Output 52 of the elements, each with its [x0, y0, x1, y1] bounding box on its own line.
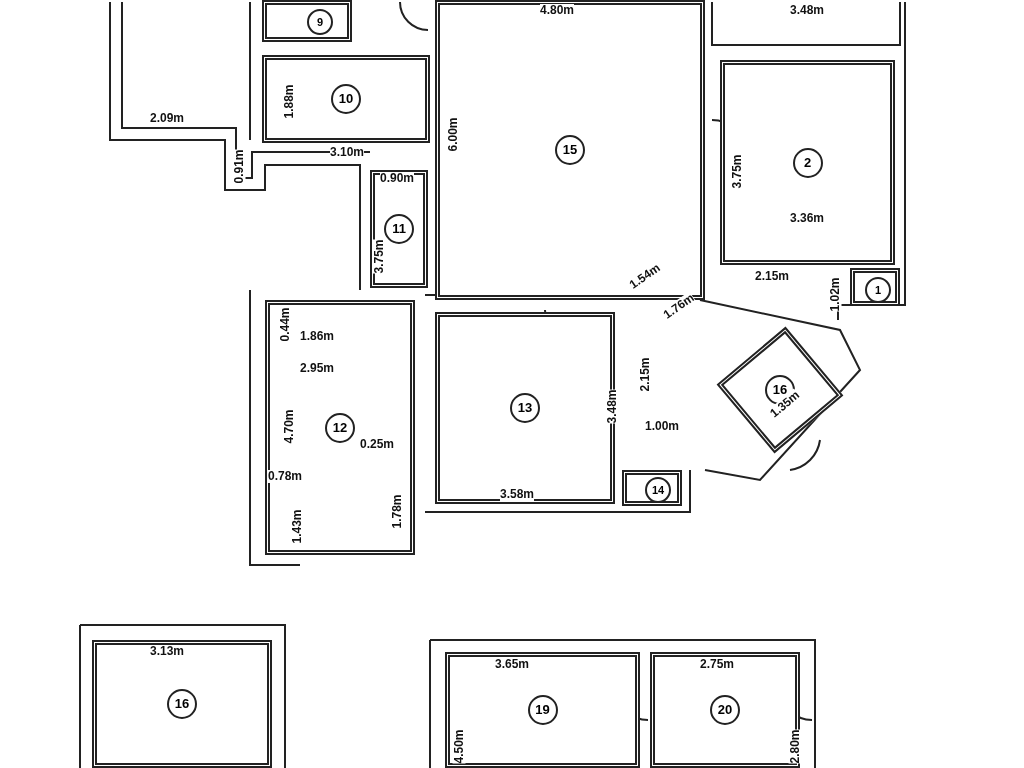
room-number: 19	[527, 695, 558, 725]
dimension-label: 0.44m	[278, 307, 292, 342]
dimension-label: 3.75m	[730, 154, 744, 189]
room-number: 13	[510, 393, 540, 423]
room-outline	[850, 268, 900, 306]
room-outline	[92, 640, 272, 768]
room-outline	[262, 0, 352, 42]
dimension-label: 3.10m	[330, 146, 365, 159]
room-outline	[720, 60, 895, 265]
room-outline	[262, 55, 430, 143]
room-number: 15	[555, 135, 585, 165]
dimension-label: 0.25m	[360, 438, 395, 451]
room-number: 1	[865, 277, 891, 303]
dimension-label: 3.58m	[500, 488, 535, 501]
dimension-label: 0.91m	[232, 149, 246, 184]
room-outline	[370, 170, 428, 288]
room-number: 20	[710, 695, 740, 725]
room-outline	[435, 312, 615, 504]
room-number: 16	[167, 689, 197, 719]
dimension-label: 1.78m	[390, 494, 404, 529]
room-number: 12	[325, 412, 355, 443]
dimension-label: 1.00m	[645, 420, 680, 433]
dimension-label: 1.43m	[290, 509, 304, 544]
dimension-label: 4.70m	[282, 409, 296, 444]
dimension-label: 2.95m	[300, 362, 335, 375]
dimension-label: 2.15m	[638, 357, 652, 392]
dimension-label: 1.86m	[300, 330, 335, 343]
dimension-label: 0.78m	[268, 470, 303, 483]
dimension-label: 3.48m	[605, 389, 619, 424]
dimension-label: 3.65m	[495, 658, 530, 671]
room-outline	[265, 300, 415, 555]
dimension-label: 3.48m	[790, 4, 825, 17]
dimension-label: 2.15m	[755, 270, 790, 283]
room-number: 10	[331, 84, 361, 114]
dimension-label: 4.50m	[452, 729, 466, 764]
room-number: 14	[645, 477, 671, 503]
room-outline	[650, 652, 800, 768]
room-number: 2	[792, 147, 823, 178]
dimension-label: 3.36m	[790, 212, 825, 225]
dimension-label: 4.80m	[540, 4, 575, 17]
room-number: 9	[307, 9, 333, 35]
dimension-label: 3.13m	[150, 645, 185, 658]
dimension-label: 1.02m	[828, 277, 842, 312]
dimension-label: 2.09m	[150, 112, 185, 125]
room-outline	[445, 652, 640, 768]
dimension-label: 0.90m	[380, 172, 415, 185]
room-outline	[622, 470, 682, 506]
dimension-label: 1.88m	[282, 84, 296, 119]
dimension-label: 2.80m	[788, 729, 802, 764]
dimension-label: 2.75m	[700, 658, 735, 671]
dimension-label: 3.75m	[372, 239, 386, 274]
dimension-label: 6.00m	[446, 117, 460, 152]
